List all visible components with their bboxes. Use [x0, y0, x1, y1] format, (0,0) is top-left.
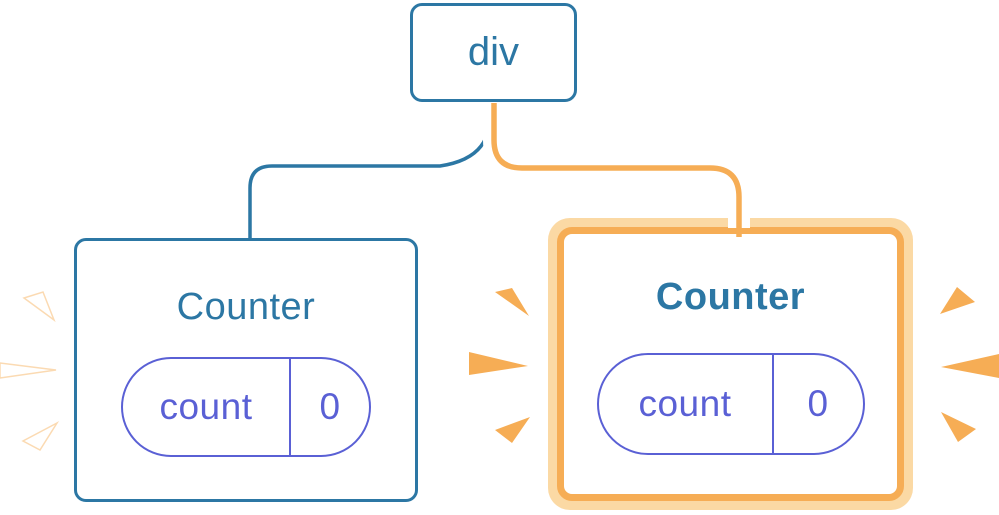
tree-node-div: div [410, 3, 577, 102]
edge-div-to-right-counter [491, 103, 742, 237]
spark-ray-icon [0, 362, 57, 379]
state-pill-right: count 0 [596, 353, 865, 455]
state-value-right: 0 [807, 383, 829, 424]
spark-ray-icon [469, 352, 528, 375]
spark-ray-icon [941, 354, 999, 378]
spark-ray-icon [940, 287, 975, 314]
edge-div-to-left-counter [248, 102, 494, 240]
state-key-right: count [599, 355, 774, 453]
spark-ray-icon [941, 412, 976, 442]
spark-burst-left-icon [0, 291, 60, 451]
counter-title-right: Counter [655, 276, 806, 318]
state-value-left: 0 [319, 386, 341, 427]
spark-burst-between-icon [469, 288, 530, 443]
counter-card-left: Counter count 0 [74, 238, 418, 502]
spark-ray-icon [495, 288, 529, 316]
spark-ray-icon [22, 291, 56, 323]
spark-ray-icon [21, 421, 60, 451]
counter-card-right: Counter count 0 [557, 227, 904, 501]
spark-burst-right-icon [940, 287, 999, 442]
counter-title-left: Counter [176, 286, 316, 328]
div-node-label: div [467, 30, 520, 74]
edge-div-to-right-counter-casing [483, 103, 750, 228]
state-pill-left: count 0 [121, 357, 371, 457]
spark-ray-icon [495, 417, 530, 443]
counter-card-right-highlight: Counter count 0 [548, 218, 913, 510]
state-key-left: count [123, 359, 291, 455]
